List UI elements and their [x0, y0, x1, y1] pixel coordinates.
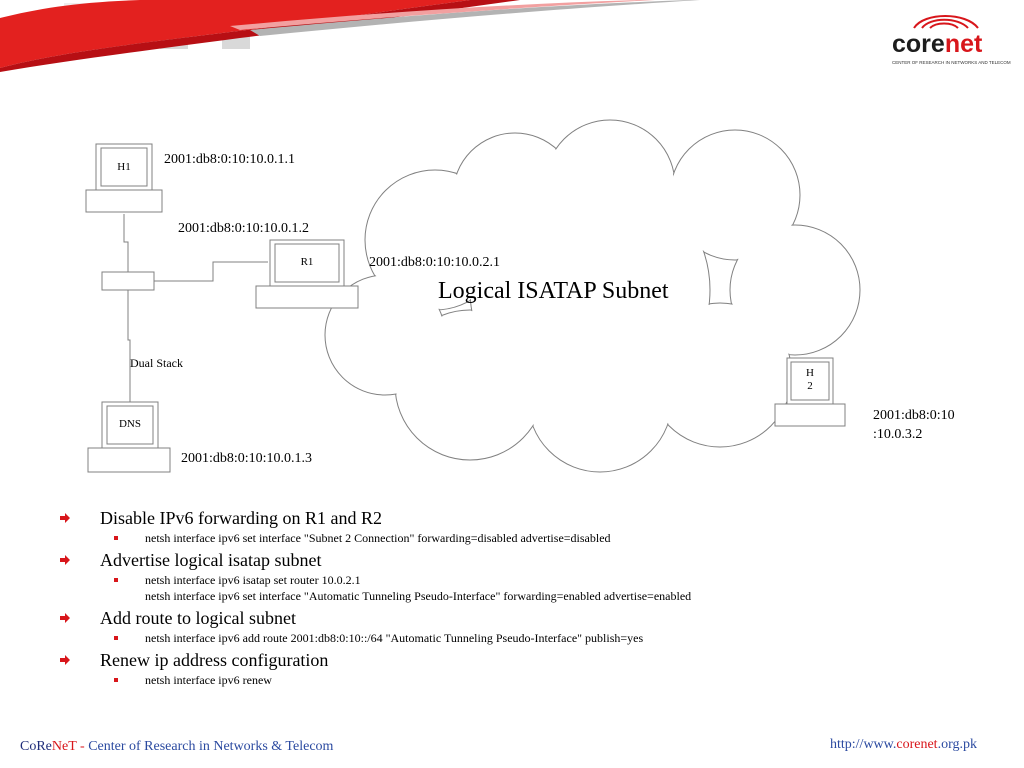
- network-diagram: H1 R1 DNS H 2 2001:db8:0:10:10.0.1.1 200…: [0, 80, 1024, 480]
- h2-label: H 2: [791, 367, 829, 393]
- footer-brand-net: NeT: [51, 739, 77, 754]
- sub-bullet-item: netsh interface ipv6 renew: [56, 672, 996, 688]
- sub-bullet-text-continued: netsh interface ipv6 set interface "Auto…: [145, 589, 692, 603]
- header-swoosh-graphic: [0, 0, 700, 72]
- h2-address-line2: :10.0.3.2: [873, 427, 923, 442]
- cloud-title: Logical ISATAP Subnet: [438, 278, 669, 304]
- r1-label: R1: [300, 256, 314, 268]
- red-square-icon: [114, 536, 118, 540]
- red-square-icon: [114, 678, 118, 682]
- h2-address-line1: 2001:db8:0:10: [873, 408, 955, 423]
- r1-lan-address: 2001:db8:0:10:10.0.1.2: [178, 221, 310, 236]
- bullet-item: Disable IPv6 forwarding on R1 and R2: [56, 507, 996, 529]
- bullet-text: Advertise logical isatap subnet: [100, 550, 322, 570]
- signal-arcs-icon: [913, 15, 979, 29]
- logo-word-core: core: [892, 30, 945, 58]
- sub-bullet-item: netsh interface ipv6 isatap set router 1…: [56, 572, 996, 604]
- bullet-text: Add route to logical subnet: [100, 608, 296, 628]
- sub-bullet-text: netsh interface ipv6 add route 2001:db8:…: [145, 631, 644, 645]
- footer-organization: CoReNeT - Center of Research in Networks…: [20, 739, 333, 755]
- dual-stack-label: Dual Stack: [130, 356, 183, 370]
- logo-wordmark: corenet: [892, 30, 982, 58]
- red-arrow-icon: [60, 555, 70, 565]
- sub-bullet-item: netsh interface ipv6 add route 2001:db8:…: [56, 630, 996, 646]
- h2-label-line1: H: [806, 367, 814, 379]
- sub-bullet-text: netsh interface ipv6 isatap set router 1…: [145, 573, 361, 587]
- red-arrow-icon: [60, 655, 70, 665]
- r1-isatap-address: 2001:db8:0:10:10.0.2.1: [369, 255, 501, 270]
- footer-url-suffix: .org.pk: [937, 737, 977, 752]
- logo-tagline: CENTER OF RESEARCH IN NETWORKS AND TELEC…: [892, 60, 1011, 65]
- bullet-text: Disable IPv6 forwarding on R1 and R2: [100, 508, 382, 528]
- connection-lines: [123, 214, 268, 402]
- bullet-text: Renew ip address configuration: [100, 650, 329, 670]
- bullet-list: Disable IPv6 forwarding on R1 and R2 net…: [56, 506, 996, 691]
- footer-url-prefix: http://www.: [830, 737, 897, 752]
- h1-address: 2001:db8:0:10:10.0.1.1: [164, 152, 296, 167]
- r1-router: [255, 239, 359, 309]
- red-arrow-icon: [60, 613, 70, 623]
- h2-computer: [774, 357, 846, 427]
- h2-address: 2001:db8:0:10 :10.0.3.2: [873, 408, 955, 443]
- slide-header: corenet CENTER OF RESEARCH IN NETWORKS A…: [0, 0, 1024, 72]
- sub-bullet-item: netsh interface ipv6 set interface "Subn…: [56, 530, 996, 546]
- red-arrow-icon: [60, 513, 70, 523]
- h1-computer: [85, 143, 163, 213]
- red-square-icon: [114, 578, 118, 582]
- footer-url-link[interactable]: http://www.corenet.org.pk: [830, 737, 977, 753]
- logo-word-net: net: [944, 30, 983, 58]
- h2-label-line2: 2: [807, 380, 813, 392]
- footer-separator: -: [76, 739, 89, 754]
- sub-bullet-text: netsh interface ipv6 renew: [145, 673, 272, 687]
- bullet-item: Advertise logical isatap subnet: [56, 549, 996, 571]
- dns-computer: [87, 401, 171, 473]
- footer-url-core: corenet: [896, 737, 938, 752]
- sub-bullet-text: netsh interface ipv6 set interface "Subn…: [145, 531, 611, 545]
- dns-label: DNS: [118, 418, 141, 430]
- bullet-item: Renew ip address configuration: [56, 649, 996, 671]
- red-square-icon: [114, 636, 118, 640]
- h1-label: H1: [117, 161, 131, 173]
- hub-switch: [101, 271, 155, 291]
- bullet-item: Add route to logical subnet: [56, 607, 996, 629]
- footer-org-name: Center of Research in Networks & Telecom: [88, 739, 334, 754]
- diagram-graphics: [85, 119, 861, 473]
- dns-address: 2001:db8:0:10:10.0.1.3: [181, 451, 313, 466]
- corenet-logo: corenet CENTER OF RESEARCH IN NETWORKS A…: [888, 8, 1018, 68]
- footer-brand-core: CoRe: [20, 739, 52, 754]
